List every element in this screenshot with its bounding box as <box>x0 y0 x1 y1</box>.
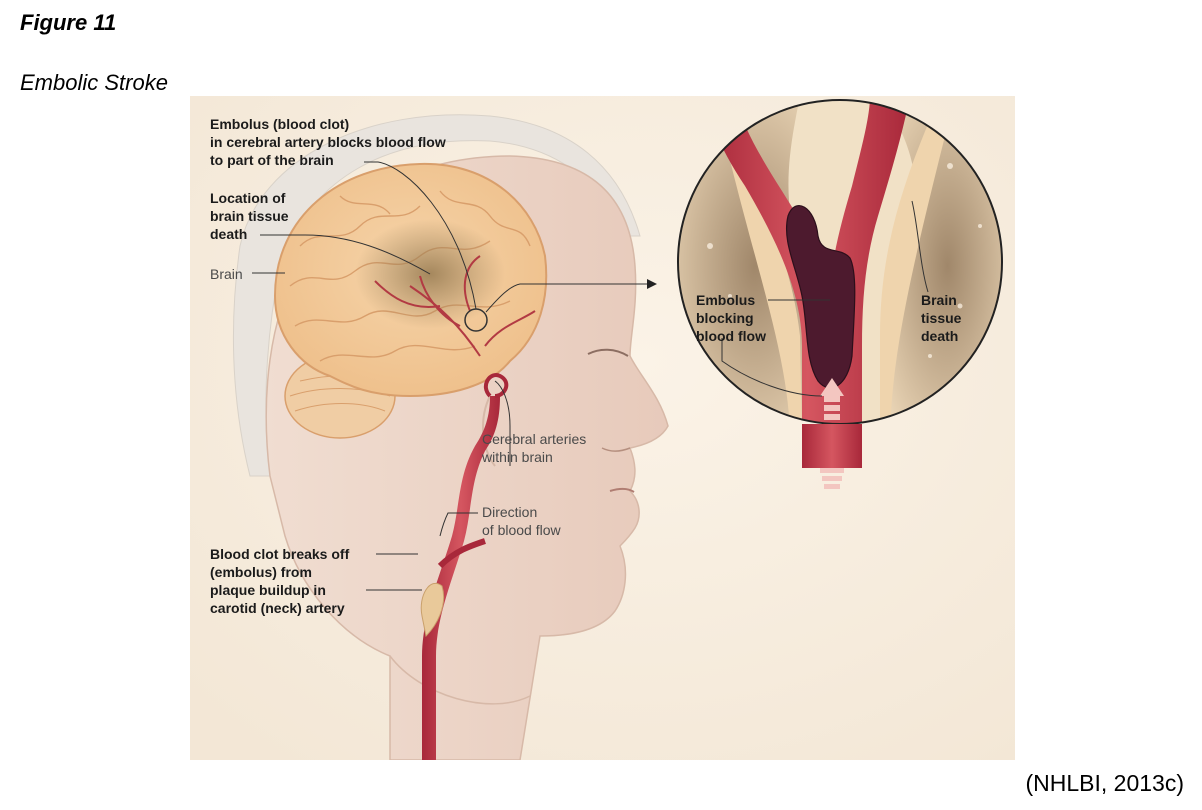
illustration-svg <box>190 96 1015 760</box>
label-clot-line1: Blood clot breaks off <box>210 546 350 562</box>
figure-credit: (NHLBI, 2013c) <box>1025 770 1184 796</box>
label-location-line3: death <box>210 226 248 242</box>
label-inset-embolus-line2: blocking <box>696 310 754 326</box>
label-brain: Brain <box>210 266 243 282</box>
label-direction-line1: Direction <box>482 504 538 520</box>
label-cerebral-line1: Cerebral arteries <box>482 431 587 447</box>
label-location-line2: brain tissue <box>210 208 289 224</box>
label-location-line1: Location of <box>210 190 286 206</box>
label-cerebral-line2: within brain <box>482 449 553 465</box>
label-embolus-line2: in cerebral artery blocks blood flow <box>210 134 446 150</box>
label-direction-line2: of blood flow <box>482 522 561 538</box>
label-embolus-line1: Embolus (blood clot) <box>210 116 350 132</box>
figure-title: Embolic Stroke <box>20 70 168 95</box>
label-inset-embolus-line3: blood flow <box>696 328 766 344</box>
label-clot-line4: carotid (neck) artery <box>210 600 345 616</box>
label-clot-line2: (embolus) from <box>210 564 312 580</box>
label-embolus-line3: to part of the brain <box>210 152 334 168</box>
embolic-stroke-illustration: Embolus (blood clot) in cerebral artery … <box>190 96 1015 760</box>
label-inset-tissue-line2: tissue <box>921 310 962 326</box>
label-inset-embolus-line1: Embolus <box>696 292 756 308</box>
label-inset-tissue-line3: death <box>921 328 959 344</box>
figure-number: Figure 11 <box>20 10 117 35</box>
label-inset-tissue-line1: Brain <box>921 292 957 308</box>
label-clot-line3: plaque buildup in <box>210 582 326 598</box>
